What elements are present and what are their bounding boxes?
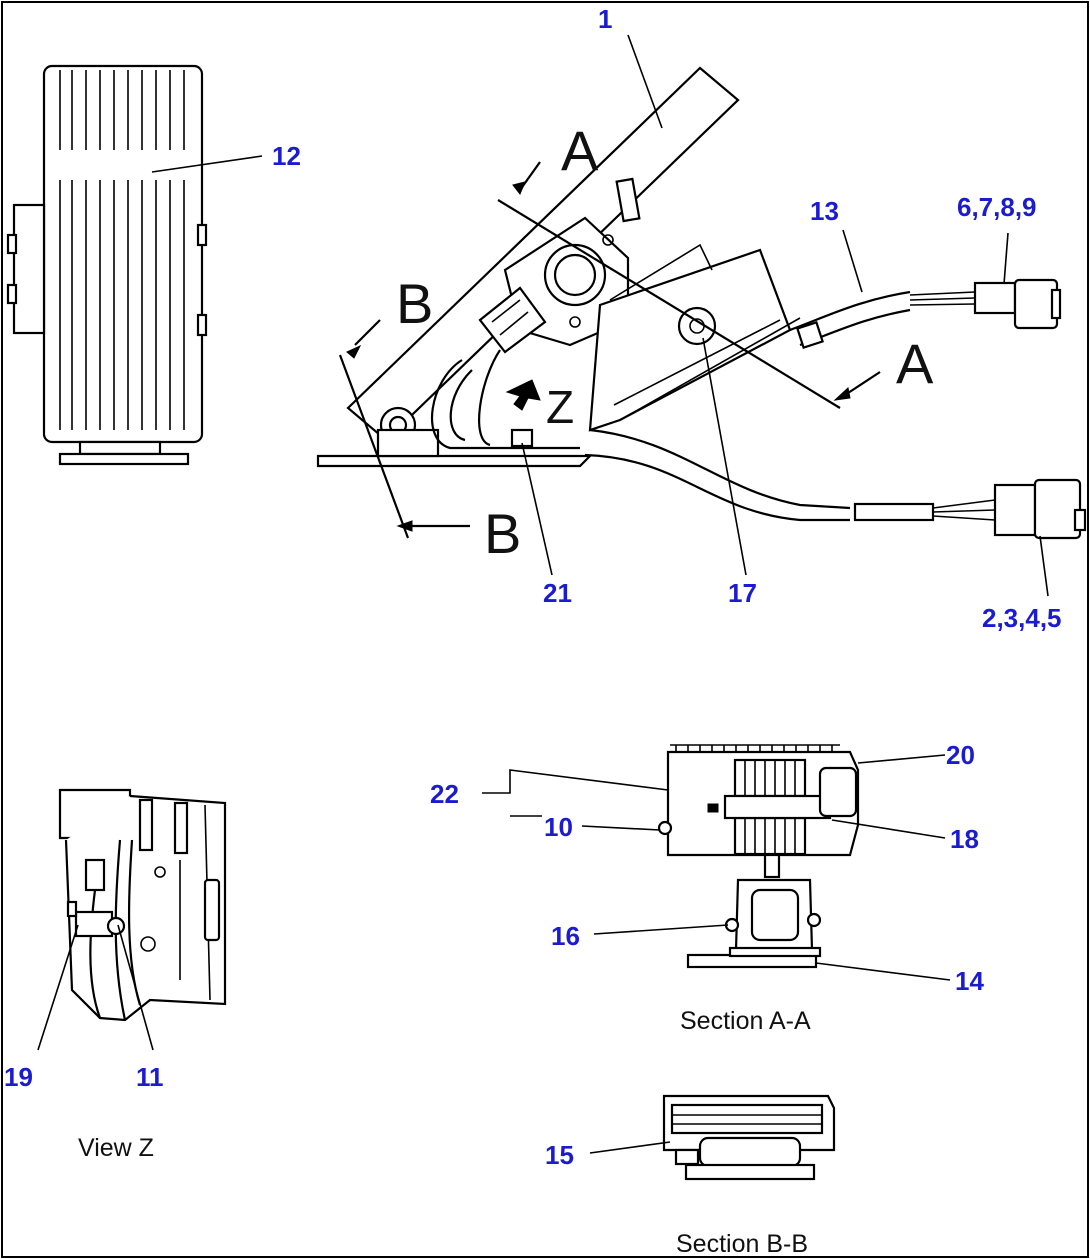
section-a-a bbox=[482, 744, 951, 981]
view-marker-z: Z bbox=[546, 381, 574, 433]
callout-16: 16 bbox=[551, 921, 580, 951]
callout-13: 13 bbox=[810, 196, 839, 226]
leader-lines-top bbox=[151, 34, 1049, 597]
callout-15: 15 bbox=[545, 1140, 574, 1170]
section-a-cut bbox=[497, 161, 881, 409]
caption-section-b-b: Section B-B bbox=[676, 1230, 808, 1258]
callout-18: 18 bbox=[950, 824, 979, 854]
view-z bbox=[37, 788, 227, 1051]
tread-ribs bbox=[59, 70, 185, 430]
section-b-cut bbox=[338, 319, 470, 539]
upper-harness bbox=[789, 290, 976, 349]
section-marker-a-right: A bbox=[896, 332, 934, 395]
pedal-top-view bbox=[6, 64, 208, 466]
section-b-b bbox=[589, 1094, 836, 1181]
callout-20: 20 bbox=[946, 740, 975, 770]
section-marker-a-top: A bbox=[561, 119, 599, 182]
connector-2345 bbox=[993, 478, 1087, 540]
pedal-side-view bbox=[316, 66, 801, 468]
connector-6789 bbox=[973, 278, 1062, 330]
section-marker-b-bottom: B bbox=[484, 502, 521, 565]
callout-1: 1 bbox=[598, 4, 612, 34]
caption-view-z: View Z bbox=[78, 1134, 154, 1162]
callout-19: 19 bbox=[4, 1062, 33, 1092]
callout-10: 10 bbox=[544, 812, 573, 842]
section-marker-b-top: B bbox=[396, 272, 433, 335]
caption-section-a-a: Section A-A bbox=[680, 1007, 811, 1035]
callout-12: 12 bbox=[272, 141, 301, 171]
callout-2345: 2,3,4,5 bbox=[982, 603, 1062, 633]
callout-17: 17 bbox=[728, 578, 757, 608]
callout-22: 22 bbox=[430, 779, 459, 809]
callout-21: 21 bbox=[543, 578, 572, 608]
callout-14: 14 bbox=[955, 966, 984, 996]
callout-11: 11 bbox=[136, 1062, 164, 1092]
lower-harness bbox=[584, 428, 996, 522]
callout-6789: 6,7,8,9 bbox=[957, 192, 1037, 222]
